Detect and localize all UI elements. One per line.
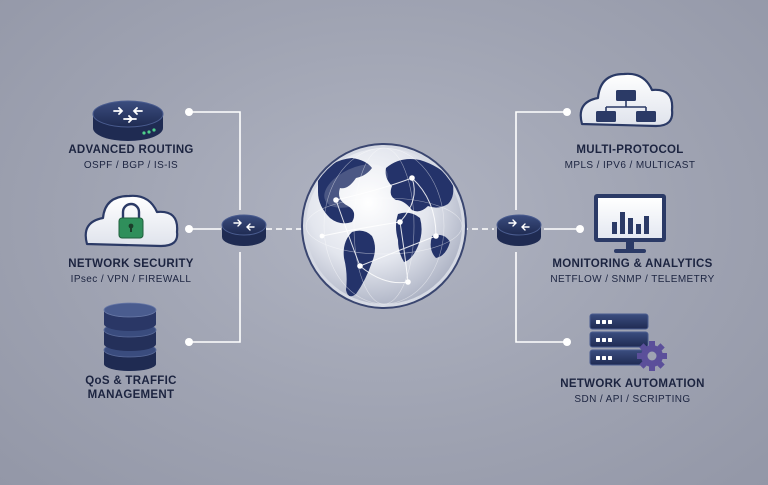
label-subtitle: MPLS / IPV6 / MULTICAST (564, 160, 696, 171)
label-subtitle: MANAGEMENT (87, 389, 175, 401)
label-network-security: NETWORK SECURITY IPsec / VPN / FIREWALL (46, 257, 216, 286)
connector-left-top (189, 111, 241, 210)
label-advanced-routing: ADVANCED ROUTING OSPF / BGP / IS-IS (46, 143, 216, 172)
connector-left-bottom (189, 252, 241, 343)
router-hub-left (221, 214, 267, 246)
label-title: NETWORK SECURITY (68, 258, 194, 270)
label-title: MULTI-PROTOCOL (576, 144, 684, 156)
label-subtitle: IPsec / VPN / FIREWALL (70, 274, 192, 285)
connector-right-top (515, 111, 567, 210)
label-subtitle: NETFLOW / SNMP / TELEMETRY (550, 274, 715, 285)
connector-right-bottom (515, 252, 567, 343)
gear-icon (637, 341, 667, 371)
monitor-chart-icon (594, 194, 666, 253)
label-subtitle: OSPF / BGP / IS-IS (83, 160, 179, 171)
label-title: NETWORK AUTOMATION (560, 378, 705, 390)
label-multi-protocol: MULTI-PROTOCOL MPLS / IPV6 / MULTICAST (540, 143, 720, 172)
label-qos-traffic: QoS & TRAFFIC MANAGEMENT (46, 374, 216, 402)
connectors (189, 111, 580, 343)
router-hub-right (496, 214, 542, 246)
label-title: QoS & TRAFFIC (85, 375, 177, 387)
database-icon (103, 302, 157, 371)
cloud-network-icon (579, 72, 674, 128)
label-title: MONITORING & ANALYTICS (552, 258, 713, 270)
globe-icon (301, 143, 467, 309)
label-network-automation: NETWORK AUTOMATION SDN / API / SCRIPTING (535, 377, 730, 406)
label-title: ADVANCED ROUTING (68, 144, 194, 156)
label-monitoring-analytics: MONITORING & ANALYTICS NETFLOW / SNMP / … (535, 257, 730, 286)
cloud-lock-icon (84, 194, 179, 248)
connector-dots (185, 108, 584, 346)
label-subtitle: SDN / API / SCRIPTING (574, 394, 691, 405)
router-icon (92, 100, 164, 141)
server-gear-icon (589, 313, 667, 371)
